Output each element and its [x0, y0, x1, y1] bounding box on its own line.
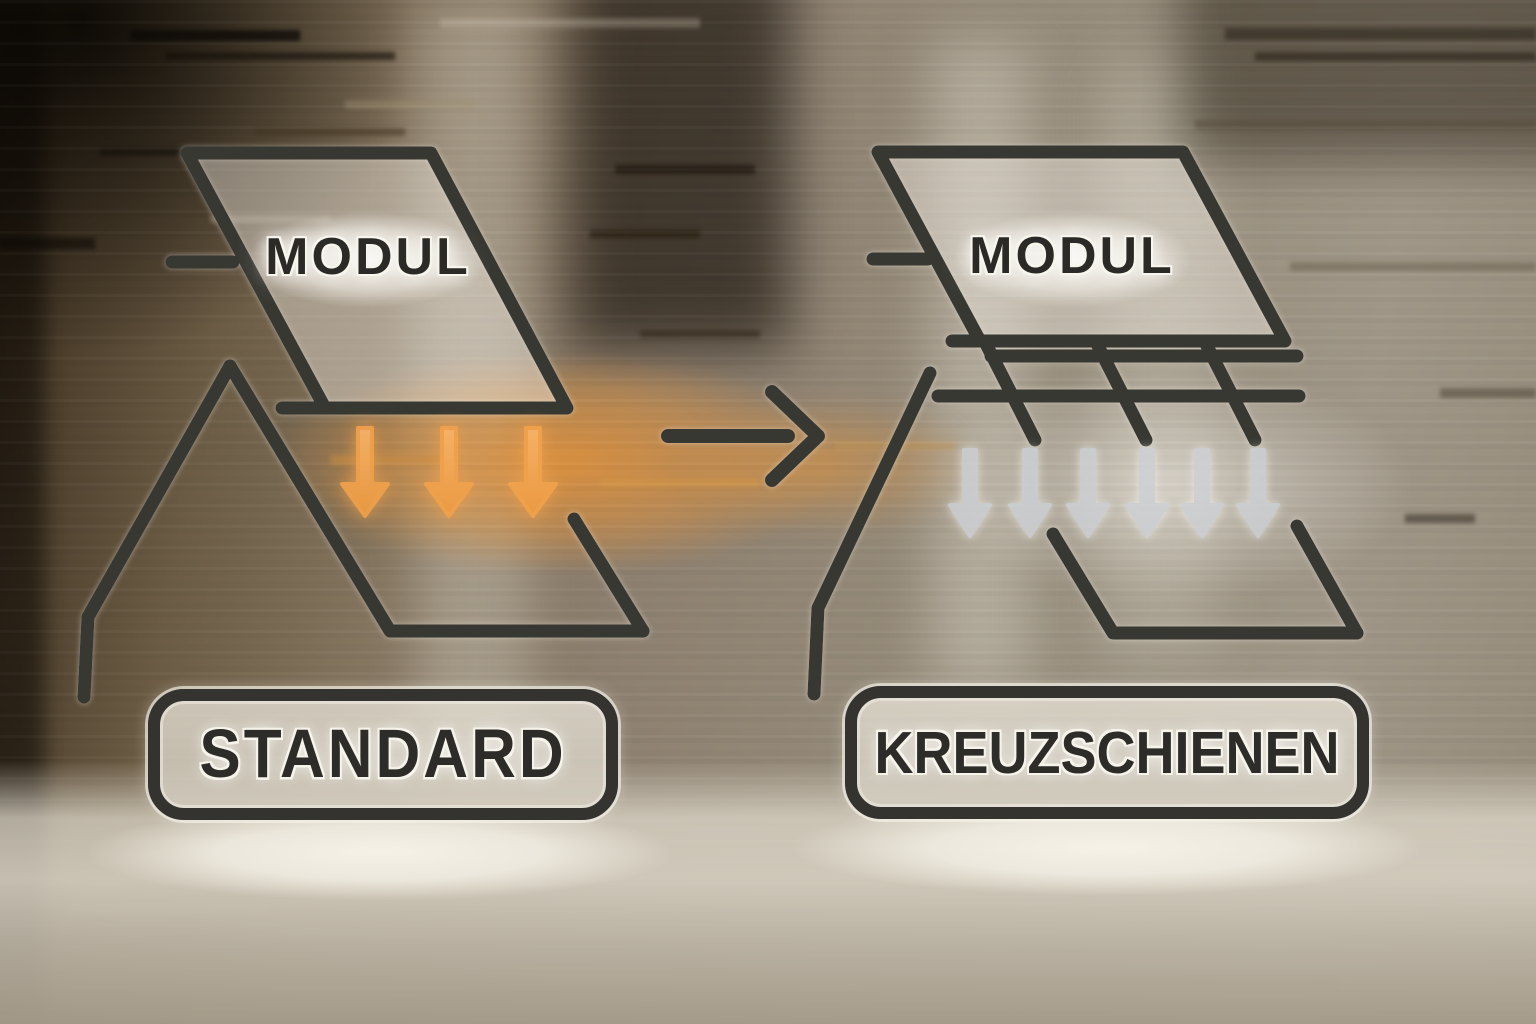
load-arrow-down-icon: [1008, 448, 1052, 538]
left-roof-slope: [223, 359, 650, 638]
load-arrow-down-icon: [508, 426, 558, 518]
kreuzschienen-caption: KREUZSCHIENEN: [874, 719, 1340, 786]
load-arrow-down-icon: [1180, 448, 1224, 538]
standard-caption-box: STANDARD: [148, 689, 618, 820]
kreuzschienen-load-arrows: [948, 448, 1280, 538]
standard-load-arrows: [340, 426, 558, 518]
left-module-label: MODUL: [265, 228, 471, 286]
load-arrow-down-icon: [1125, 448, 1169, 538]
arrow-right-icon: [661, 385, 825, 487]
kreuzschienen-caption-box: KREUZSCHIENEN: [845, 686, 1369, 819]
right-roof-gable: [807, 366, 937, 701]
load-arrow-down-icon: [1066, 448, 1110, 538]
load-arrow-down-icon: [424, 426, 474, 518]
load-arrow-down-icon: [948, 448, 992, 538]
standard-caption: STANDARD: [199, 716, 567, 793]
right-module-label: MODUL: [969, 227, 1175, 285]
left-roof-plane-edge: [567, 512, 650, 638]
left-roof-gable: [77, 359, 237, 704]
load-arrow-down-icon: [340, 426, 390, 518]
right-roof-plane-edge: [1290, 519, 1364, 640]
load-arrow-down-icon: [1236, 448, 1280, 538]
